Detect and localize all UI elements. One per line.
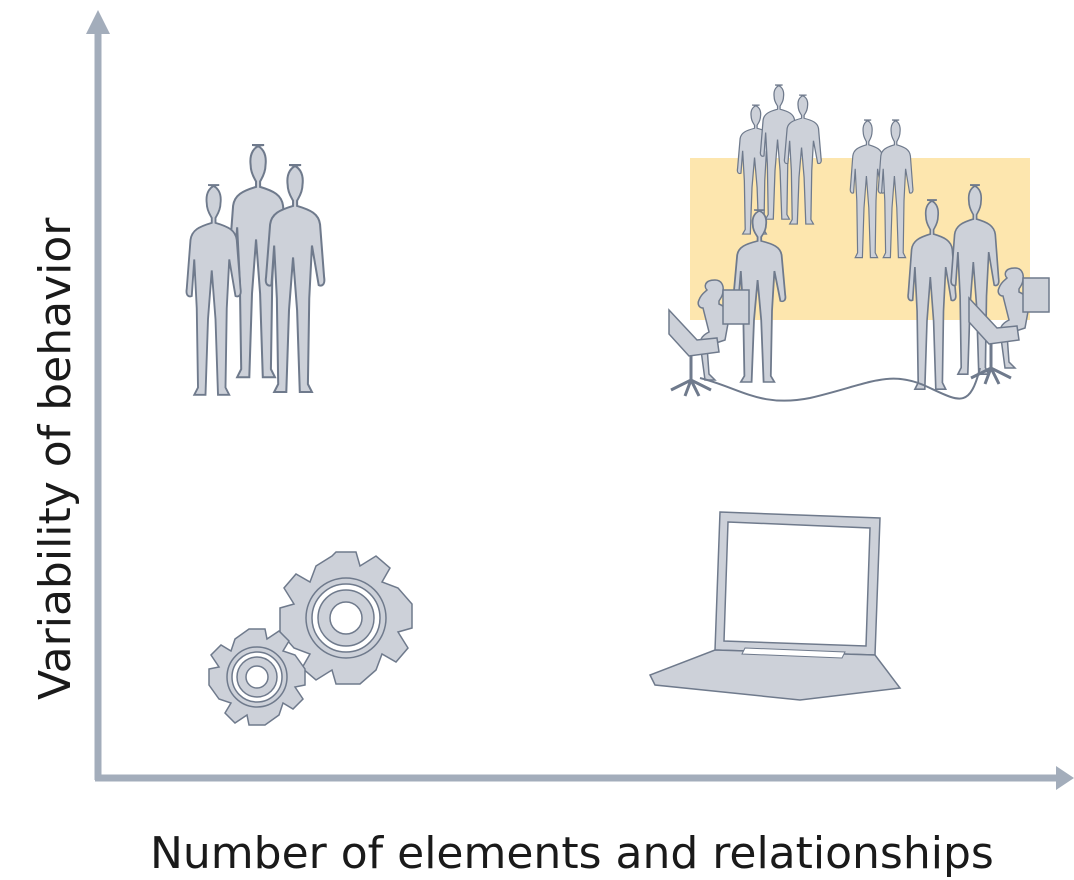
x-axis [95, 766, 1074, 790]
small-group-people-icon [185, 143, 326, 396]
gears-icon [208, 551, 413, 726]
x-axis-label: Number of elements and relationships [150, 828, 994, 879]
y-axis-label: Variability of behavior [30, 217, 81, 700]
laptop-icon [648, 511, 902, 701]
networked-group-people-icon [667, 84, 1051, 402]
y-axis [86, 10, 110, 780]
